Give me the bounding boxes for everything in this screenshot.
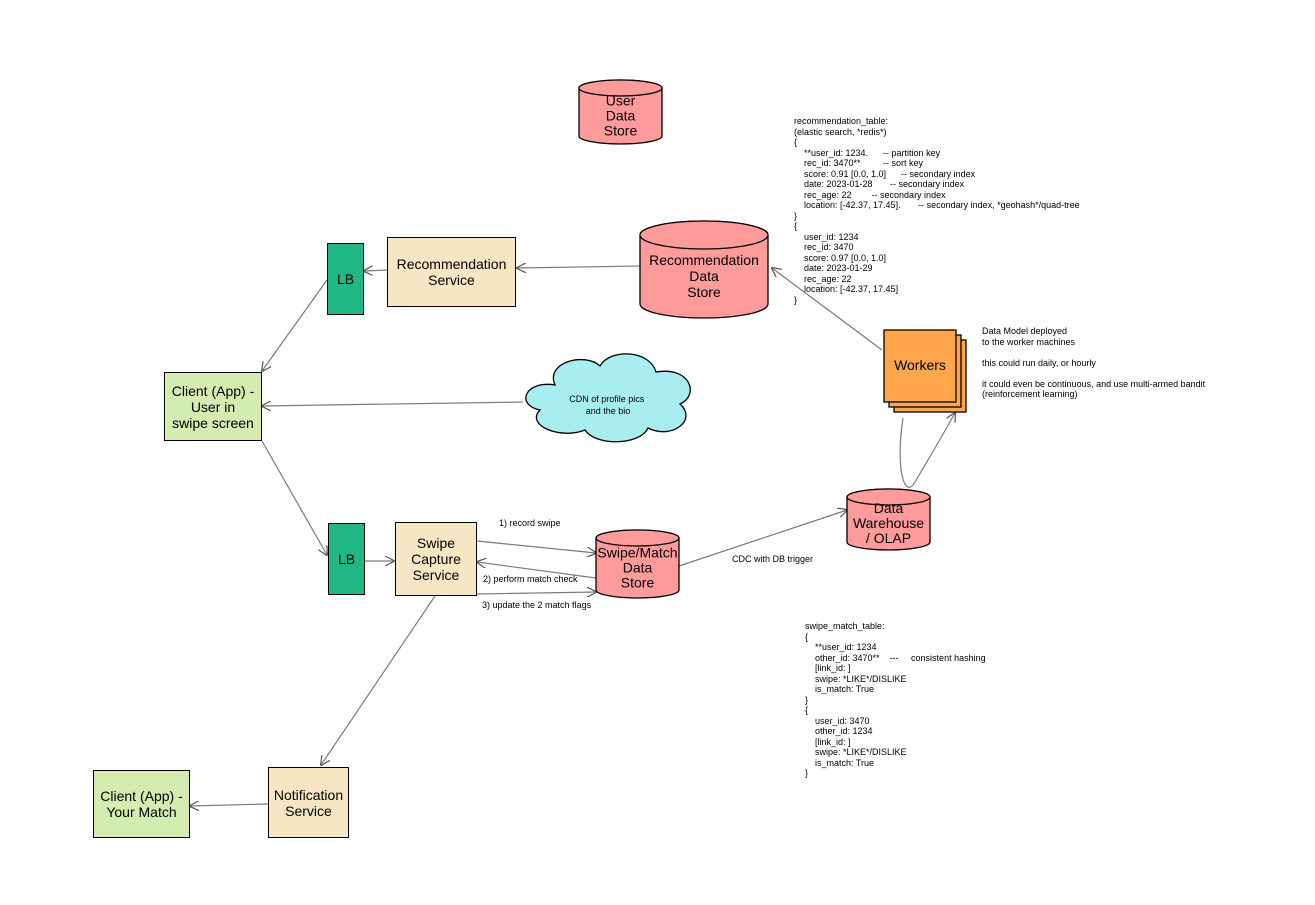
user-data-store-label-1: User [606, 93, 636, 109]
client-match-line-1: Client (App) - [100, 788, 183, 804]
user-data-store-label-3: Store [604, 123, 638, 139]
swipe-service-line-1: Swipe [416, 535, 456, 551]
data-warehouse-label-2: Warehouse [853, 515, 924, 531]
load-balancer-bottom[interactable]: LB [328, 523, 365, 595]
load-balancer-top[interactable]: LB [327, 243, 364, 315]
swipe-service-line-3: Service [412, 567, 460, 583]
cdn-label-1: CDN of profile pics [569, 394, 645, 404]
recommendation-data-store-label-2: Data [689, 268, 719, 284]
edge-recservice-to-lb [364, 270, 388, 271]
edge-cdc [678, 510, 847, 567]
lb-bottom-label: LB [337, 551, 356, 567]
label-record-swipe: 1) record swipe [499, 518, 561, 528]
swipe-match-data-store-label-2: Data [623, 560, 653, 576]
rec-service-line-1: Recommendation [396, 256, 507, 272]
data-warehouse-label-3: / OLAP [866, 530, 911, 546]
workers-stack: Workers [883, 329, 967, 413]
rec-service-line-2: Service [428, 272, 475, 288]
recommendation-data-store-label-3: Store [687, 284, 721, 300]
workers-note: Data Model deployed to the worker machin… [982, 326, 1206, 399]
notification-line-1: Notification [273, 786, 344, 803]
edge-record-swipe [476, 540, 596, 553]
swipe-match-table-note: swipe_match_table: { **user_id: 1234 oth… [805, 621, 986, 778]
edge-update-flags [476, 592, 596, 594]
edge-workers-to-recstore [772, 268, 883, 351]
data-warehouse-label-1: Data [874, 500, 904, 516]
edge-match-check [477, 562, 597, 579]
cdn-label-2: and the bio [586, 406, 631, 416]
client-swipe-line-1: Client (App) - [171, 382, 255, 399]
svg-text:CDN of profile pics and th: CDN of profile pics and the bio [569, 394, 647, 416]
label-cdc: CDC with DB trigger [732, 554, 813, 564]
edge-lb-to-client [262, 279, 328, 371]
cdn-cloud [525, 353, 691, 443]
swipe-match-data-store-label-3: Store [621, 575, 655, 591]
client-your-match[interactable]: Client (App) -Your Match [93, 770, 190, 838]
recommendation-table-note: recommendation_table: (elastic search, *… [794, 116, 1080, 305]
edge-warehouse-to-workers [899, 413, 955, 488]
client-swipe-line-3: swipe screen [172, 414, 254, 431]
user-data-store-label-2: Data [606, 108, 636, 124]
edge-notification-to-client [190, 804, 269, 806]
label-update-flags: 3) update the 2 match flags [482, 600, 592, 610]
lb-top-label: LB [336, 271, 355, 287]
label-match-check: 2) perform match check [483, 574, 578, 584]
notification-line-2: Service [285, 802, 332, 819]
edge-cdn-to-client [262, 402, 524, 406]
recommendation-data-store-label-1: Recommendation [649, 252, 759, 268]
swipe-match-data-store-label-1: Swipe/Match [597, 545, 677, 561]
client-match-line-2: Your Match [106, 804, 177, 820]
client-swipe-line-2: User in [190, 398, 236, 415]
edge-client-to-lb [261, 440, 327, 555]
edge-swipeservice-to-notification [321, 595, 436, 765]
workers-label: Workers [894, 357, 946, 373]
edge-recstore-to-recservice [517, 266, 641, 268]
swipe-service-line-2: Capture [411, 551, 461, 567]
